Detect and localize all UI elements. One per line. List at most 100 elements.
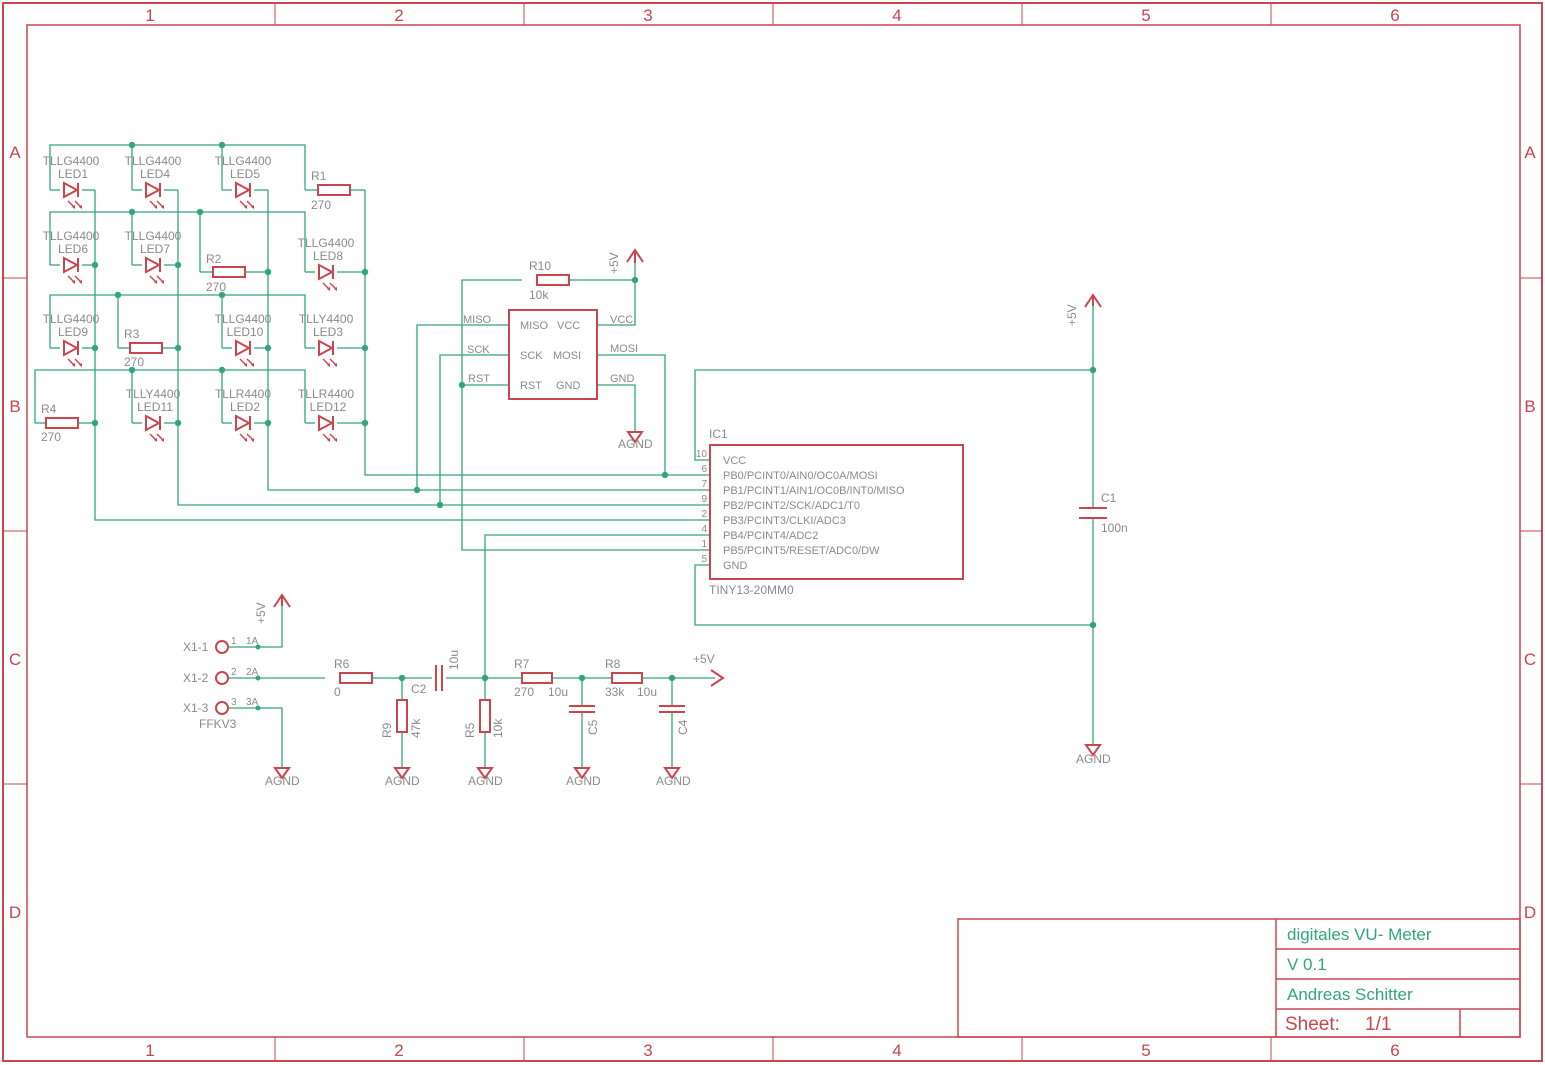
resistor-r6-ref: R6 (334, 657, 350, 671)
led-emission-arrow (74, 200, 82, 208)
zone-col-3-bottom: 3 (643, 1041, 652, 1060)
ic1-ref: IC1 (709, 427, 728, 441)
zone-col-5-bottom: 5 (1141, 1041, 1150, 1060)
vcc-symbol-isp: +5V (607, 248, 644, 274)
capacitor-c2: C2 10u (411, 650, 461, 696)
led-emission-arrowhead (154, 438, 157, 442)
led-emission-arrow (74, 358, 82, 366)
isp-pin-sck: SCK (520, 350, 543, 362)
zone-row-b: B (9, 397, 20, 416)
led-value: TLLG4400 (125, 154, 182, 168)
ic1-pin-number: 5 (701, 554, 707, 565)
resistor-r9: R9 47k (380, 699, 423, 738)
vcc-symbol-output: +5V (693, 652, 725, 687)
resistor-r9-value: 47k (409, 718, 423, 738)
connector-pin-number: 3 (231, 697, 237, 708)
led-emission-arrowhead (161, 438, 164, 442)
isp-pin-mosi: MOSI (553, 350, 581, 362)
vcc-symbol-ic: +5V (1065, 293, 1102, 326)
led-emission-arrowhead (251, 438, 254, 442)
capacitor-c1-value: 100n (1101, 521, 1128, 535)
resistor-r10-ref: R10 (529, 259, 551, 273)
led-diode-symbol (145, 256, 162, 274)
connector-pin-name: X1-3 (183, 701, 209, 715)
resistor-r9-ref: R9 (380, 722, 394, 738)
sheet-number: 1/1 (1365, 1014, 1391, 1035)
zone-row-c: C (9, 650, 21, 669)
led-ref: LED3 (313, 325, 343, 339)
zone-row-c-right: C (1524, 650, 1536, 669)
led-diode-symbol (63, 339, 80, 357)
resistor-r3: R3 270 (124, 327, 163, 369)
led-emission-arrowhead (154, 205, 157, 209)
ic1-pin-number: 9 (701, 494, 707, 505)
led-ref: LED5 (230, 167, 260, 181)
led-emission-arrow (156, 200, 164, 208)
led-emission-arrow (239, 433, 247, 441)
resistor-r1-ref: R1 (311, 169, 327, 183)
supply-symbols: +5V +5V +5V +5V AGND AGND AGND (254, 248, 1111, 788)
led-diode-symbol (235, 181, 252, 199)
led-emission-arrowhead (72, 280, 75, 284)
led-ref: LED2 (230, 400, 260, 414)
ic1-pin-number: 4 (701, 524, 707, 535)
led-emission-arrowhead (327, 363, 330, 367)
resistor-r4: R4 270 (41, 402, 79, 444)
led-value: TLLG4400 (43, 229, 100, 243)
led-ref: LED1 (58, 167, 88, 181)
ic1-pin-name: PB4/PCINT4/ADC2 (723, 530, 818, 542)
resistor-r5-value: 10k (491, 718, 505, 738)
led-ref: LED7 (140, 242, 170, 256)
led-value: TLLG4400 (215, 312, 272, 326)
agnd-label: AGND (468, 774, 503, 788)
led-diode-symbol (318, 414, 335, 432)
zone-row-d: D (9, 903, 21, 922)
isp-pin-rst: RST (520, 380, 542, 392)
vcc-label: +5V (1065, 304, 1079, 326)
led-emission-arrowhead (327, 287, 330, 291)
capacitor-c4-value: 10u (637, 685, 657, 699)
ic1-pin-name: PB1/PCINT1/AIN1/OC0B/INT0/MISO (723, 485, 905, 497)
capacitor-c5-ref: C5 (586, 719, 600, 735)
resistor-r7-ref: R7 (514, 657, 530, 671)
isp-pin-miso: MISO (520, 320, 549, 332)
agnd-symbol-r5: AGND (468, 767, 503, 788)
matrix-resistors: R1 270 R2 270 R3 270 R4 270 (41, 169, 351, 444)
drawing-author: Andreas Schitter (1287, 985, 1413, 1004)
resistor-r2-value: 270 (206, 280, 226, 294)
agnd-label: AGND (566, 774, 601, 788)
led-emission-arrowhead (334, 287, 337, 291)
capacitor-c1: C1 100n (1079, 491, 1128, 535)
led-emission-arrow (329, 358, 337, 366)
led-value: TLLR4400 (298, 387, 354, 401)
zone-row-a: A (9, 143, 21, 162)
drawing-title: digitales VU- Meter (1287, 925, 1432, 944)
capacitor-c2-ref: C2 (411, 682, 427, 696)
ic1-pin-name: PB3/PCINT3/CLKI/ADC3 (723, 515, 846, 527)
led-emission-arrowhead (244, 363, 247, 367)
led-emission-arrowhead (334, 363, 337, 367)
led-emission-arrowhead (244, 205, 247, 209)
ic1-part: TINY13-20MM0 (709, 583, 794, 597)
agnd-symbol-connector: AGND (265, 767, 300, 788)
zone-col-4-bottom: 4 (892, 1041, 901, 1060)
agnd-label: AGND (1076, 752, 1111, 766)
led-value: TLLG4400 (298, 236, 355, 250)
led-value: TLLG4400 (125, 229, 182, 243)
led-emission-arrow (67, 358, 75, 366)
resistor-r4-value: 270 (41, 430, 61, 444)
led-emission-arrow (149, 433, 157, 441)
resistor-r8-value: 33k (605, 685, 625, 699)
led-ref: LED6 (58, 242, 88, 256)
led-emission-arrowhead (79, 205, 82, 209)
isp-net-sck: SCK (467, 344, 490, 356)
led-diode-symbol (318, 339, 335, 357)
